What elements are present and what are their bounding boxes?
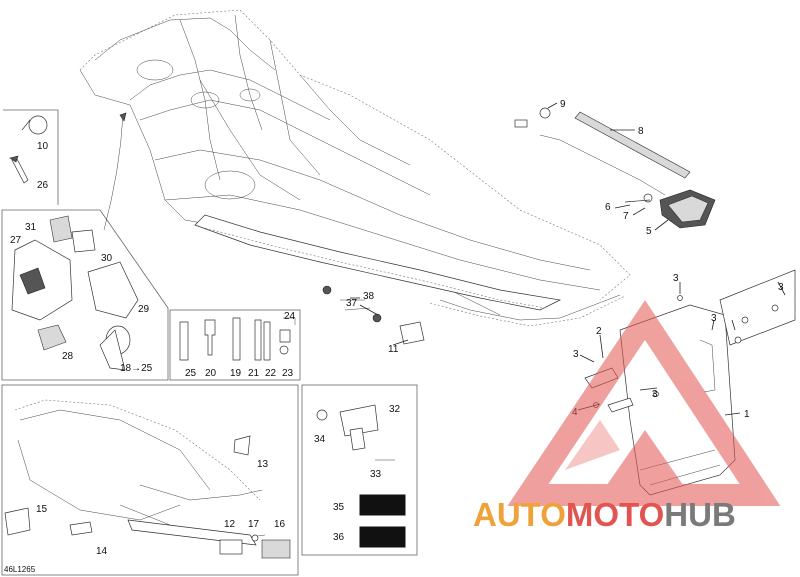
- callout-17: 17: [248, 519, 260, 530]
- callout-24: 24: [284, 311, 296, 322]
- callout-16: 16: [274, 519, 286, 530]
- callout-18-25: 18→25: [120, 363, 153, 374]
- inset-box-toolkit: [169, 309, 301, 381]
- callout-5: 5: [646, 226, 652, 237]
- rear-lamp-assembly: [514, 107, 716, 229]
- inset-box-decals: [1, 384, 299, 576]
- diagram-reference-code: 46L1265: [4, 565, 36, 574]
- callout-2: 2: [596, 326, 602, 337]
- callout-33: 33: [370, 469, 382, 480]
- callout-15: 15: [36, 504, 48, 515]
- callout-30: 30: [101, 253, 113, 264]
- callout-3: 3: [673, 273, 679, 284]
- callout-37: 37: [346, 298, 358, 309]
- callout-10: 10: [37, 141, 49, 152]
- center-hardware: [322, 285, 425, 345]
- decals-inset-parts: [4, 399, 291, 559]
- watermark-moto: MOTO: [565, 496, 665, 533]
- callout-6: 6: [605, 202, 611, 213]
- callout-27: 27: [10, 235, 22, 246]
- callout-14: 14: [96, 546, 108, 557]
- callout-34: 34: [314, 434, 326, 445]
- callout-11: 11: [388, 344, 399, 355]
- callout-9: 9: [560, 99, 566, 110]
- callout-8: 8: [638, 126, 644, 137]
- inset-box-hitch: [301, 384, 418, 556]
- callout-3: 3: [711, 313, 717, 324]
- pouch-inset-parts: [11, 112, 139, 371]
- hitch-inset-parts: [316, 404, 406, 548]
- callout-28: 28: [62, 351, 74, 362]
- watermark-logo: [507, 300, 781, 506]
- callout-38: 38: [363, 291, 375, 302]
- watermark-auto: AUTO: [473, 496, 566, 533]
- callout-36: 36: [333, 532, 345, 543]
- callout-21: 21: [248, 368, 260, 379]
- callout-32: 32: [389, 404, 401, 415]
- callout-20: 20: [205, 368, 217, 379]
- callout-29: 29: [138, 304, 150, 315]
- callout-1: 1: [744, 409, 750, 420]
- callout-13: 13: [257, 459, 269, 470]
- callout-labels: 1 2 3 3 3 3 3 4 5 6 7 8 9 10 11 12 13 14…: [10, 99, 784, 557]
- inset-box-tools: [3, 109, 59, 205]
- callout-26: 26: [37, 180, 49, 191]
- callout-3: 3: [778, 282, 784, 293]
- inset-box-pouch: [1, 209, 169, 381]
- toolkit-inset-parts: [179, 317, 296, 361]
- callout-3: 3: [652, 389, 658, 400]
- tools-inset-parts: [9, 115, 48, 184]
- callout-19: 19: [230, 368, 242, 379]
- watermark-text: AUTOMOTOHUB: [473, 496, 736, 534]
- callout-35: 35: [333, 502, 345, 513]
- callout-3: 3: [573, 349, 579, 360]
- chassis-frame: [79, 9, 631, 327]
- callout-25: 25: [185, 368, 197, 379]
- callout-12: 12: [224, 519, 236, 530]
- callout-22: 22: [265, 368, 277, 379]
- callout-7: 7: [623, 211, 629, 222]
- callout-23: 23: [282, 368, 294, 379]
- callout-31: 31: [25, 222, 37, 233]
- leader-lines: [350, 102, 786, 416]
- watermark-hub: HUB: [664, 496, 736, 533]
